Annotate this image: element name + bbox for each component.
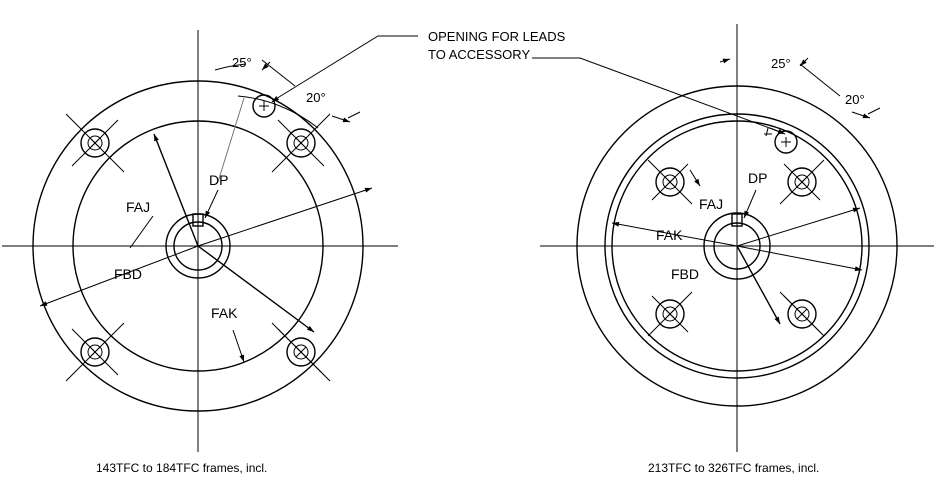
left-pilot-circle (72, 120, 324, 372)
left-bolt-hole-ur (271, 113, 331, 173)
right-dp-label: DP (748, 170, 767, 186)
right-fbd-leader-upper (736, 207, 861, 247)
accessory-callout: OPENING FOR LEADS TO ACCESSORY (271, 29, 786, 135)
left-bolt-hole-lr (271, 322, 331, 382)
right-outer-circle (576, 85, 898, 407)
right-angle-20-label: 20° (845, 92, 865, 107)
left-fak-leader (197, 245, 315, 333)
left-outer-circle (32, 80, 364, 412)
callout-leader-left (278, 35, 418, 98)
left-angle-25-label: 25° (232, 55, 252, 70)
right-shaft-key (731, 213, 743, 227)
right-fbd-leader (736, 245, 781, 325)
left-fbd-leader-left (39, 245, 199, 307)
callout-line-1: OPENING FOR LEADS (428, 29, 566, 44)
left-opening-ref-line (217, 97, 245, 183)
right-shaft-inner (713, 222, 761, 270)
callout-line-2: TO ACCESSORY (428, 47, 530, 62)
right-25deg-arrow (719, 58, 731, 64)
right-fak-leader-right (736, 245, 863, 272)
right-caption: 213TFC to 326TFC frames, incl. (648, 461, 819, 475)
right-dp-leader (743, 189, 757, 219)
left-25deg-arc (214, 63, 247, 71)
right-bolt-hole-ur (779, 159, 825, 205)
left-dp-label: DP (209, 172, 228, 188)
left-frame-drawing: FAJ FBD FAK DP 25° 20° (2, 30, 398, 452)
right-fak-label: FAK (656, 227, 683, 243)
left-fbd-label: FBD (114, 266, 142, 282)
right-25deg-ext (799, 63, 841, 97)
right-bolt-hole-ul (647, 159, 693, 205)
right-faj-arrow (689, 169, 701, 187)
right-rabbet-outer (604, 113, 870, 379)
right-rabbet-inner (611, 120, 863, 372)
callout-leader-right (532, 57, 784, 134)
left-shaft-key (192, 213, 204, 227)
left-bolt-hole-ll (65, 322, 125, 382)
left-fbd-leader-right (197, 187, 373, 247)
right-bolt-hole-ll (647, 291, 693, 337)
right-20deg-arrow (851, 111, 871, 119)
right-fak-leader (611, 221, 738, 247)
left-accessory-opening (252, 94, 276, 118)
left-shaft-inner (173, 221, 223, 271)
right-accessory-opening (774, 130, 798, 154)
right-angle-25-label: 25° (771, 56, 791, 71)
left-bolt-circle-arc (237, 95, 319, 129)
left-faj-leader (153, 133, 199, 247)
right-fbd-label: FBD (671, 266, 699, 282)
right-bolt-hole-lr (779, 291, 825, 337)
left-angle-20-label: 20° (306, 90, 326, 105)
left-dp-leader (204, 189, 219, 219)
left-fak-label: FAK (211, 305, 238, 321)
left-25deg-ext (261, 59, 296, 87)
left-fak-arrow (232, 329, 245, 363)
left-bolt-hole-ul (65, 113, 125, 173)
left-caption: 143TFC to 184TFC frames, incl. (96, 461, 267, 475)
right-faj-label: FAJ (699, 196, 723, 212)
left-faj-label: FAJ (126, 199, 150, 215)
right-frame-drawing: FAJ FAK FBD DP 25° 20° (540, 24, 934, 452)
right-shaft-outer (703, 212, 771, 280)
left-20deg-arrow (331, 115, 351, 123)
